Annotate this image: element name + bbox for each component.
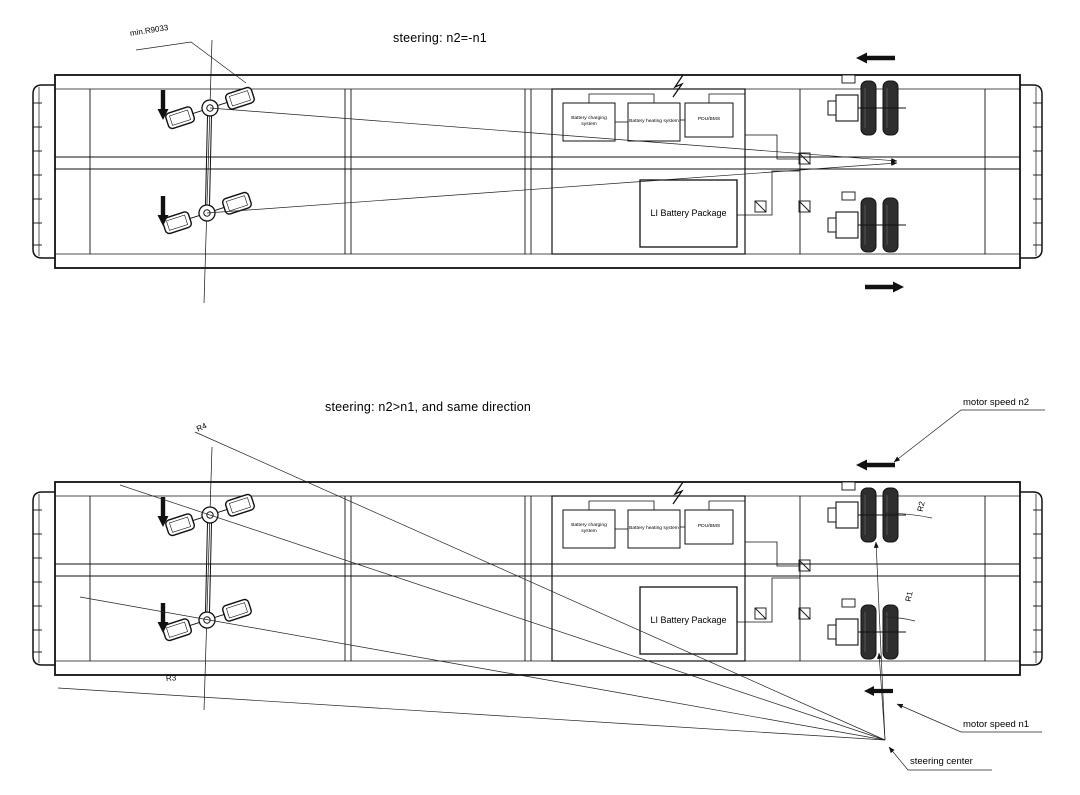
battery-charging-label: Battery charging system [571, 522, 607, 534]
leader-motor-speed-n2 [893, 409, 1045, 463]
pdu-bms-label: PDU/BMS [697, 523, 721, 529]
r3-label: R3 [165, 673, 177, 683]
radius-line-r3 [57, 687, 886, 741]
min-radius-leader [135, 41, 247, 84]
steering-geometry-bottom [57, 409, 1045, 771]
battery-charging-label: Battery charging system [571, 115, 607, 127]
radius-line-front-wheel-top [119, 484, 886, 741]
diagram-top-title: steering: n2=-n1 [393, 31, 487, 45]
speed-arrow-n2-left [856, 52, 895, 64]
leader-motor-speed-n1 [896, 703, 1042, 733]
battery-heating-label: Battery heating system [629, 118, 679, 124]
steering-center-label: steering center [910, 756, 973, 767]
diagram-bottom-title: steering: n2>n1, and same direction [325, 400, 532, 414]
speed-arrow-n1-right [865, 281, 904, 293]
li-battery-label: LI Battery Package [650, 207, 727, 218]
arc-r1 [884, 616, 916, 622]
motor-speed-n1-label: motor speed n1 [963, 719, 1030, 730]
li-battery-label: LI Battery Package [650, 614, 727, 625]
diagram-bottom [33, 409, 1045, 771]
motor-speed-n2-label: motor speed n2 [963, 397, 1030, 408]
leader-steering-center [888, 746, 992, 771]
radius-line-rear-wheel-n2 [873, 541, 886, 741]
battery-heating-label: Battery heating system [629, 525, 679, 531]
diagram-top [33, 40, 1042, 303]
speed-arrow-n2-left [856, 459, 895, 471]
arc-r2 [884, 512, 933, 519]
steering-geometry-top [135, 41, 898, 214]
radius-line-r4 [194, 431, 886, 741]
pdu-bms-label: PDU/BMS [697, 116, 721, 122]
radius-line-front-wheel-bottom [79, 596, 886, 741]
speed-arrow-n1-left [864, 686, 893, 696]
